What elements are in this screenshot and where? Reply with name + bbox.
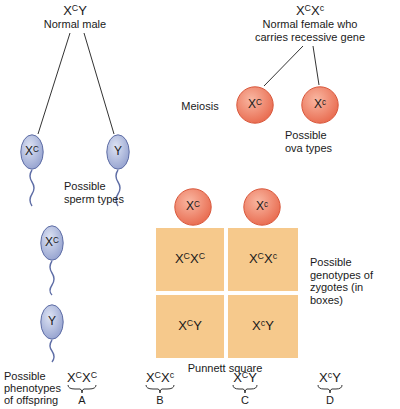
genotype-text: XCXC xyxy=(175,252,205,266)
offspring-genotype: XCXc xyxy=(135,370,185,387)
zygote-label: Possible genotypes of zygotes (in boxes) xyxy=(310,256,380,306)
genotype-text: Y xyxy=(48,315,56,328)
square-label: Punnett square xyxy=(175,362,275,375)
ovum-cell: Xc xyxy=(243,188,281,226)
braces xyxy=(68,385,342,393)
punnett-cell: XCXc xyxy=(228,228,298,291)
sperm-cell: Y xyxy=(40,304,64,340)
offspring-genotype: XCXC xyxy=(57,370,107,387)
ovum-cell: Xc xyxy=(301,86,339,124)
genotype-text: XC xyxy=(25,145,39,158)
ova-label: Possible ova types xyxy=(285,129,341,154)
sperm-cell: XC xyxy=(20,134,44,170)
genotype-text: XCXc xyxy=(249,252,277,266)
process-label: Meiosis xyxy=(170,100,230,113)
phenotype-label: Possible phenotypes of offspring xyxy=(4,370,64,406)
genotype-text: Xc xyxy=(256,200,268,213)
phenotype-letter: D xyxy=(320,394,340,407)
meiosis-lines xyxy=(38,33,319,134)
punnett-cell: XCY xyxy=(156,295,224,358)
phenotype-letter: A xyxy=(72,394,92,407)
genotype-text: Y xyxy=(114,145,122,158)
genotype-text: XCY xyxy=(178,319,202,333)
parent-label: Normal female who carries recessive gene xyxy=(245,18,375,43)
genotype-text: Xc xyxy=(314,98,326,111)
sperm-cell: XC xyxy=(40,225,64,261)
ovum-cell: XC xyxy=(236,86,274,124)
phenotype-letter: C xyxy=(235,394,255,407)
sperm-cell: Y xyxy=(106,134,130,170)
genotype-text: XC xyxy=(45,236,59,249)
offspring-genotype: XcY xyxy=(305,370,355,387)
punnett-cell: XCXC xyxy=(156,228,224,291)
genotype-text: XcY xyxy=(252,319,274,333)
punnett-cell: XcY xyxy=(228,295,298,358)
parent-label: Normal male xyxy=(40,18,110,31)
parent-genotype: XCXc xyxy=(283,3,337,20)
parent-genotype: XCY xyxy=(50,3,100,20)
offspring-genotype: XCY xyxy=(220,370,270,387)
genotype-text: XC xyxy=(248,98,262,111)
phenotype-letter: B xyxy=(150,394,170,407)
genotype-text: XC xyxy=(186,200,200,213)
sperm-label: Possible sperm types xyxy=(64,180,136,205)
ovum-cell: XC xyxy=(174,188,212,226)
